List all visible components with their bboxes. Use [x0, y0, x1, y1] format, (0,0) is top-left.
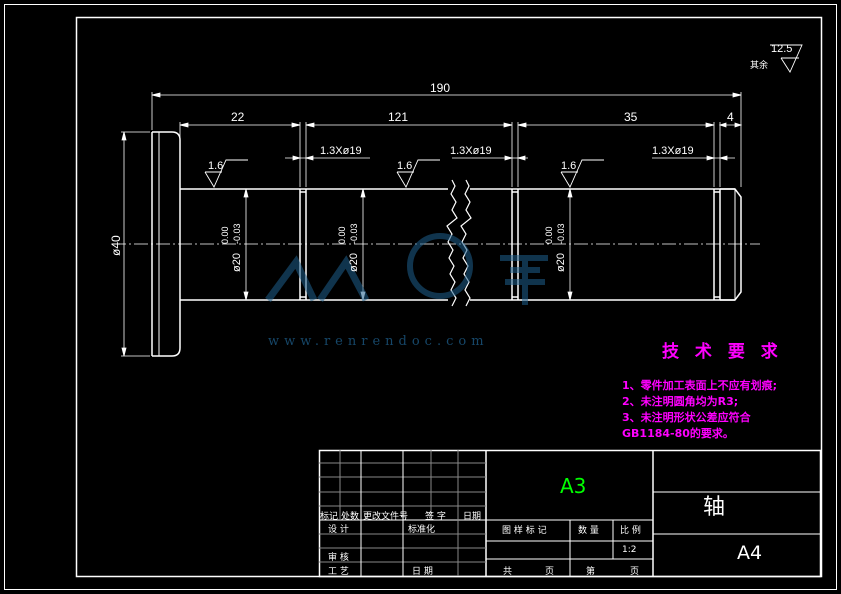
part-name: 轴: [703, 495, 726, 520]
label-sign: 签 字: [425, 512, 446, 522]
tech-requirement-item: GB1184-80的要求。: [622, 427, 734, 440]
sheet-size: A3: [560, 474, 587, 498]
dim-shaft-dia-2: ø20: [348, 253, 360, 272]
drawing-number: A4: [737, 542, 763, 564]
rest-label: 其余: [750, 59, 768, 70]
tech-requirement-item: 1、零件加工表面上不应有划痕;: [622, 379, 778, 392]
tol-upper-1: 0.00: [220, 226, 230, 244]
watermark-text: www.renrendoc.com: [268, 334, 489, 349]
tol-lower-3: -0.03: [556, 223, 566, 244]
label-total: 共: [503, 567, 513, 577]
dim-seg3: 35: [624, 110, 638, 124]
label-quantity: 数 量: [578, 526, 599, 536]
label-sheet: 第: [586, 567, 596, 577]
dim-seg1: 22: [231, 110, 245, 124]
label-design: 设 计: [328, 525, 349, 535]
watermark-logo: [265, 233, 548, 305]
label-stage-mark: 图 样 标 记: [502, 526, 547, 536]
label-mark: 标记: [320, 512, 339, 522]
dim-flange-dia: ø40: [109, 235, 123, 256]
label-standardize: 标准化: [408, 525, 436, 535]
tol-upper-2: 0.00: [337, 226, 347, 244]
roughness-a-label: 1.6: [208, 160, 223, 172]
title-block-grid: [318, 449, 822, 578]
label-page2: 页: [630, 567, 640, 577]
label-count: 处数: [341, 512, 360, 522]
dim-seg4: 4: [727, 110, 734, 124]
dim-groove1: 1.3Xø19: [320, 145, 362, 157]
tech-requirement-item: 3、未注明形状公差应符合: [622, 411, 751, 424]
dim-groove2: 1.3Xø19: [450, 145, 492, 157]
rest-roughness-label: 12.5: [771, 43, 792, 55]
outer-frame: [4, 4, 837, 590]
label-scale: 比 例: [620, 526, 641, 536]
shaft-outline: [151, 131, 742, 357]
roughness-c-label: 1.6: [561, 160, 576, 172]
dimension-lines: [121, 92, 743, 357]
label-process: 工 艺: [328, 567, 349, 577]
dim-shaft-dia-1: ø20: [231, 253, 243, 272]
label-change-doc: 更改文件号: [363, 512, 409, 522]
roughness-symbols: [204, 44, 803, 188]
scale-value: 1:2: [622, 545, 637, 555]
dim-groove3: 1.3Xø19: [652, 145, 694, 157]
dim-total-length: 190: [430, 81, 450, 95]
label-page: 页: [545, 567, 555, 577]
tol-lower-1: -0.03: [232, 223, 242, 244]
dim-shaft-dia-3: ø20: [555, 253, 567, 272]
tech-requirements-title: 技 术 要 求: [662, 342, 783, 362]
tech-requirement-item: 2、未注明圆角均为R3;: [622, 395, 739, 408]
dim-seg2: 121: [388, 110, 408, 124]
label-date2: 日 期: [412, 567, 433, 577]
tol-lower-2: -0.03: [349, 223, 359, 244]
label-date: 日期: [463, 512, 482, 522]
tech-requirements-list: 1、零件加工表面上不应有划痕; 2、未注明圆角均为R3; 3、未注明形状公差应符…: [622, 378, 777, 442]
roughness-b-label: 1.6: [397, 160, 412, 172]
tol-upper-3: 0.00: [544, 226, 554, 244]
label-review: 审 核: [328, 553, 349, 563]
